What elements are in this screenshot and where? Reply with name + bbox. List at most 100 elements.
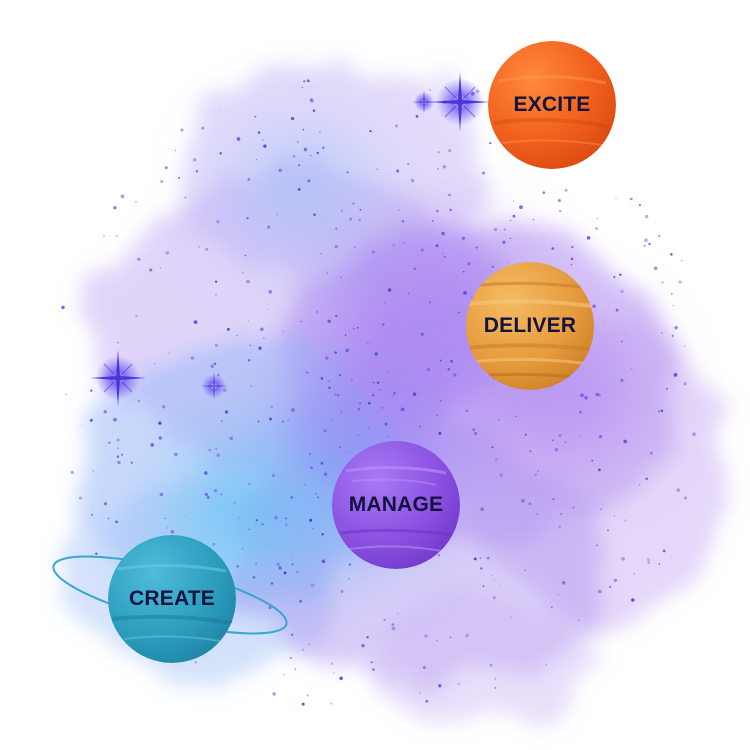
star-dot bbox=[382, 323, 385, 326]
star-dot bbox=[130, 461, 133, 464]
star-dot bbox=[580, 393, 584, 398]
star-dot bbox=[658, 234, 661, 238]
star-dot bbox=[521, 499, 525, 503]
star-dot bbox=[458, 311, 461, 314]
star-dot bbox=[158, 436, 162, 440]
star-dot bbox=[358, 401, 362, 405]
star-dot bbox=[297, 187, 301, 191]
star-dot bbox=[193, 320, 198, 324]
star-dot bbox=[653, 266, 658, 270]
star-dot bbox=[439, 359, 442, 362]
star-dot bbox=[272, 474, 275, 477]
star-dot bbox=[570, 257, 574, 261]
star-dot bbox=[310, 466, 313, 470]
star-dot bbox=[330, 418, 333, 421]
star-dot bbox=[310, 583, 315, 588]
star-dot bbox=[333, 672, 335, 674]
star-dot bbox=[312, 109, 316, 112]
star-dot bbox=[137, 399, 140, 403]
star-dot bbox=[287, 419, 290, 422]
star-dot bbox=[70, 470, 74, 475]
star-dot bbox=[289, 656, 292, 660]
star-dot bbox=[607, 529, 609, 532]
star-dot bbox=[615, 308, 619, 312]
star-dot bbox=[301, 702, 305, 706]
planet-excite[interactable]: EXCITE bbox=[488, 41, 616, 169]
star-dot bbox=[190, 356, 195, 360]
star-dot bbox=[149, 268, 153, 272]
star-dot bbox=[263, 144, 267, 148]
star-dot bbox=[349, 217, 353, 221]
star-dot bbox=[629, 197, 633, 201]
star-dot bbox=[442, 252, 444, 254]
star-dot bbox=[216, 453, 220, 457]
planet-create[interactable]: CREATE bbox=[108, 535, 236, 663]
star-dot bbox=[272, 692, 276, 696]
star-dot bbox=[348, 563, 351, 566]
star-dot bbox=[173, 452, 178, 457]
star-dot bbox=[671, 334, 674, 338]
star-dot bbox=[502, 240, 506, 244]
star-dot bbox=[254, 115, 257, 118]
star-dot bbox=[666, 387, 668, 390]
star-dot bbox=[391, 394, 394, 397]
star-dot bbox=[620, 378, 624, 382]
star-dot bbox=[178, 176, 180, 179]
star-dot bbox=[320, 252, 323, 255]
star-dot bbox=[164, 166, 168, 170]
star-dot bbox=[559, 210, 562, 213]
star-dot bbox=[361, 644, 365, 648]
star-dot bbox=[236, 565, 240, 568]
star-dot bbox=[328, 386, 331, 389]
star-dot bbox=[429, 301, 432, 304]
star-dot bbox=[646, 558, 650, 562]
star-dot bbox=[372, 381, 375, 384]
star-dot bbox=[419, 691, 421, 694]
star-dot bbox=[564, 441, 567, 444]
star-dot bbox=[524, 433, 527, 436]
star-dot bbox=[166, 527, 168, 529]
planet-deliver[interactable]: DELIVER bbox=[466, 262, 594, 390]
star-dot bbox=[558, 525, 561, 528]
star-dot bbox=[638, 484, 641, 486]
star-dot bbox=[107, 517, 110, 520]
star-dot bbox=[499, 473, 503, 478]
star-dot bbox=[482, 585, 485, 587]
star-dot bbox=[215, 293, 217, 296]
star-dot bbox=[683, 496, 687, 500]
star-dot bbox=[321, 559, 326, 564]
star-dot bbox=[482, 171, 485, 175]
star-dot bbox=[572, 506, 575, 509]
star-dot bbox=[137, 257, 141, 261]
star-dot bbox=[384, 301, 387, 304]
star-dot bbox=[597, 468, 601, 472]
star-dot bbox=[278, 168, 282, 173]
star-dot bbox=[216, 220, 220, 224]
star-dot bbox=[437, 151, 440, 154]
star-dot bbox=[479, 557, 482, 559]
star-dot bbox=[294, 668, 297, 671]
star-dot bbox=[226, 327, 230, 331]
star-dot bbox=[441, 231, 445, 236]
star-dot bbox=[247, 359, 251, 362]
star-dot bbox=[557, 594, 560, 596]
star-dot bbox=[194, 661, 197, 664]
star-dot bbox=[267, 308, 269, 310]
star-dot bbox=[554, 447, 559, 452]
star-dot bbox=[165, 251, 169, 255]
star-dot bbox=[489, 142, 492, 145]
star-dot bbox=[596, 218, 598, 220]
star-dot bbox=[359, 208, 362, 211]
planet-manage[interactable]: MANAGE bbox=[332, 441, 460, 569]
star-dot bbox=[532, 219, 534, 221]
star-dot bbox=[672, 304, 675, 307]
star-dot bbox=[160, 180, 164, 183]
star-dot bbox=[595, 227, 599, 230]
star-dot bbox=[307, 179, 311, 183]
star-dot bbox=[116, 438, 120, 442]
star-dot bbox=[229, 436, 233, 441]
star-dot bbox=[248, 482, 251, 485]
star-dot bbox=[366, 342, 368, 344]
star-dot bbox=[184, 196, 187, 199]
